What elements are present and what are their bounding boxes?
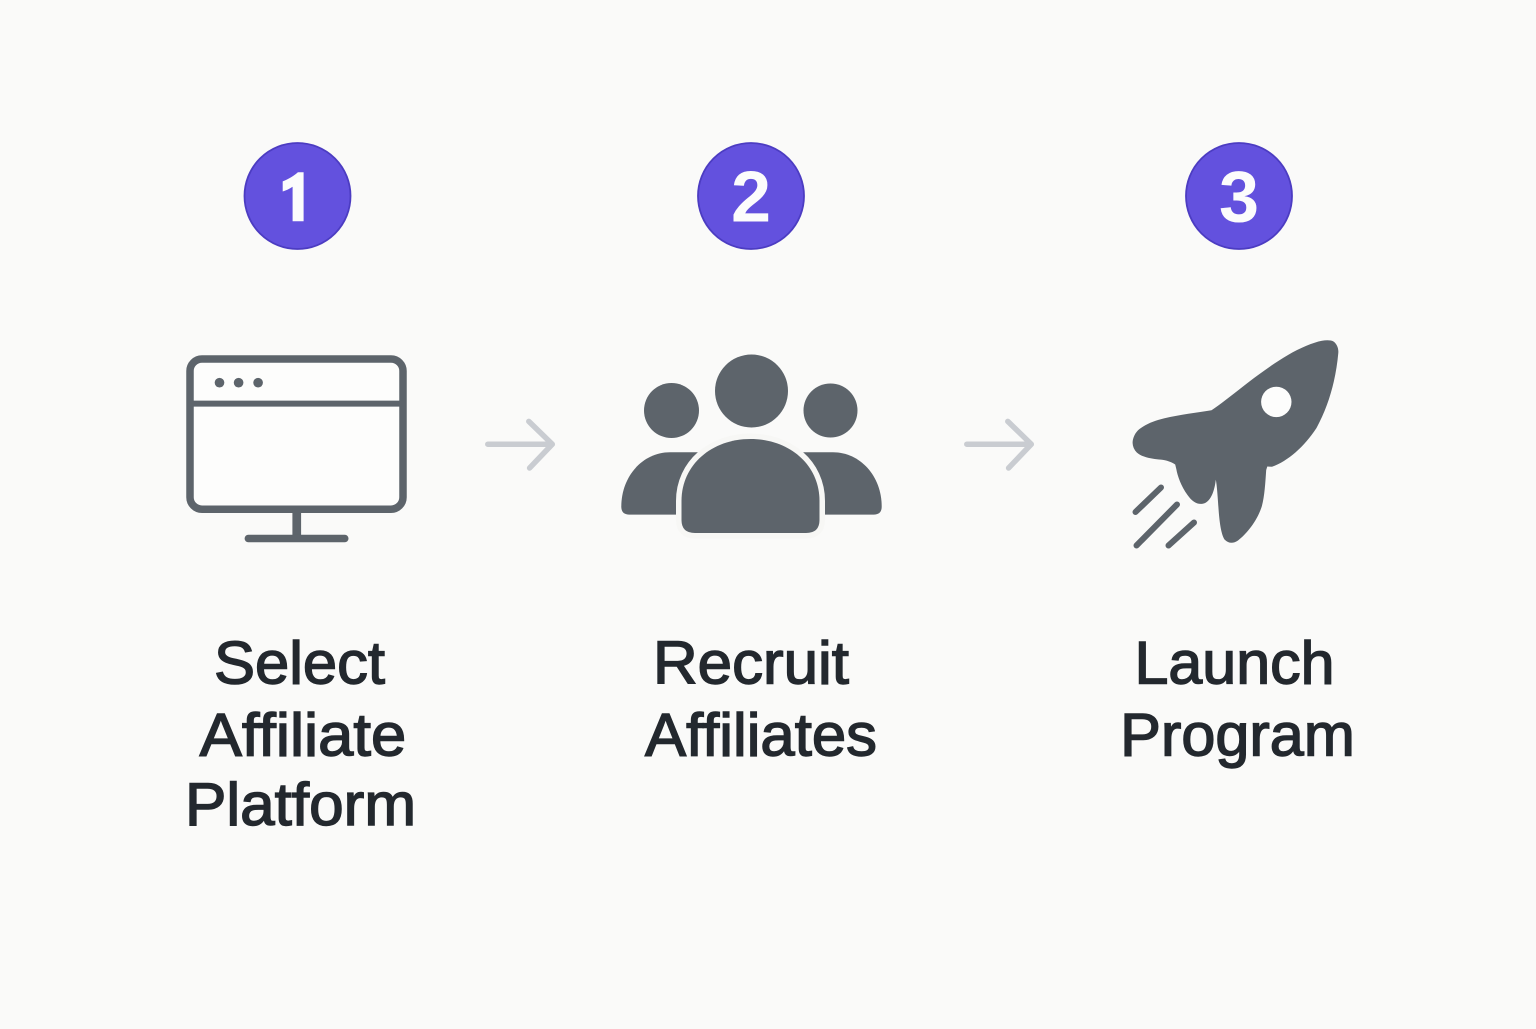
- svg-text:2: 2: [731, 158, 771, 238]
- svg-text:Program: Program: [1120, 702, 1355, 769]
- svg-text:Affiliates: Affiliates: [645, 702, 877, 769]
- svg-text:Select: Select: [214, 629, 385, 696]
- svg-text:Platform: Platform: [185, 771, 416, 838]
- svg-text:Recruit: Recruit: [653, 629, 849, 696]
- svg-text:3: 3: [1219, 158, 1259, 238]
- svg-text:Launch: Launch: [1135, 629, 1335, 696]
- svg-text:Affiliate: Affiliate: [200, 702, 407, 769]
